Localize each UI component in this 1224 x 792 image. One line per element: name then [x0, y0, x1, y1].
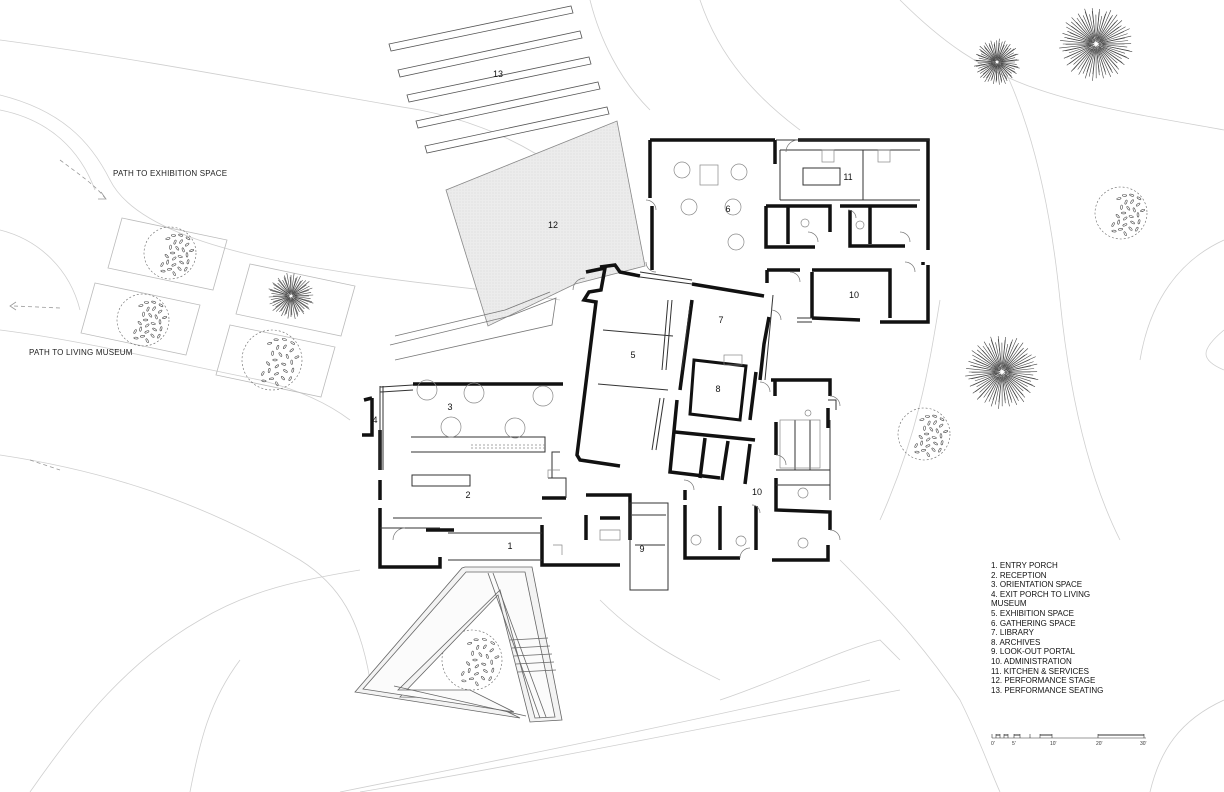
- tree-canopy-icon: [965, 336, 1039, 409]
- scale-tick-5: 5': [1012, 741, 1016, 747]
- room-label-9: 9: [639, 544, 644, 554]
- tree-shrub-icon: [241, 329, 303, 391]
- legend-item: 7. LIBRARY: [991, 628, 1034, 638]
- scale-tick-30: 30': [1140, 741, 1147, 747]
- room-label-10-upper: 10: [849, 290, 859, 300]
- legend-item: 8. ARCHIVES: [991, 637, 1041, 647]
- tree-shrub-icon: [143, 226, 197, 280]
- tree-canopy-icon: [973, 38, 1020, 85]
- tree-shrub-icon: [897, 407, 951, 461]
- room-label-11: 11: [843, 172, 852, 182]
- room-label-4: 4: [372, 415, 377, 425]
- legend-item: 13. PERFORMANCE SEATING: [991, 685, 1104, 695]
- performance-stage: [445, 120, 646, 327]
- tree-shrub-icon: [441, 629, 503, 691]
- building-walls: [362, 138, 930, 569]
- room-label-13: 13: [493, 69, 503, 79]
- room-label-2: 2: [465, 490, 470, 500]
- scale-tick-20: 20': [1096, 741, 1103, 747]
- legend-item: 5. EXHIBITION SPACE: [991, 608, 1074, 618]
- legend-item: 6. GATHERING SPACE: [991, 618, 1076, 628]
- scale-tick-10: 10': [1050, 741, 1057, 747]
- planting-beds: [80, 217, 356, 398]
- path-to-living-museum-label: PATH TO LIVING MUSEUM: [29, 348, 133, 357]
- door-swings: [392, 139, 916, 559]
- legend-item: 4. EXIT PORCH TO LIVING MUSEUM: [991, 589, 1091, 609]
- legend-item: 10. ADMINISTRATION: [991, 656, 1072, 666]
- legend-item: 11. KITCHEN & SERVICES: [991, 666, 1089, 676]
- furniture: [416, 149, 891, 555]
- legend-item: 12. PERFORMANCE STAGE: [991, 676, 1096, 686]
- tree-canopy-icon: [268, 272, 314, 320]
- thin-walls: [379, 139, 930, 591]
- scale-tick-0: 0': [991, 741, 995, 747]
- scale-bar: 0' 5' 10' 20' 30': [991, 734, 1147, 747]
- room-label-6: 6: [725, 204, 730, 214]
- legend-item: 2. RECEPTION: [991, 570, 1047, 580]
- performance-seating-benches: [388, 5, 610, 154]
- room-legend: 1. ENTRY PORCH 2. RECEPTION 3. ORIENTATI…: [991, 561, 1131, 695]
- legend-item: 9. LOOK-OUT PORTAL: [991, 647, 1076, 657]
- entry-ramp: [354, 566, 563, 723]
- room-label-12: 12: [548, 220, 558, 230]
- path-to-exhibition-label: PATH TO EXHIBITION SPACE: [113, 169, 227, 178]
- tree-canopy-icon: [1059, 8, 1133, 81]
- stage-ramp: [389, 291, 557, 361]
- room-label-10-lower: 10: [752, 487, 762, 497]
- path-arrows: [13, 159, 106, 471]
- room-label-3: 3: [447, 402, 452, 412]
- tree-shrub-icon: [1094, 186, 1148, 240]
- trees: [116, 8, 1148, 691]
- tree-shrub-icon: [116, 293, 170, 347]
- room-label-8: 8: [715, 384, 720, 394]
- arrowheads: [9, 191, 107, 311]
- legend-item: 3. ORIENTATION SPACE: [991, 580, 1083, 590]
- legend-item: 1. ENTRY PORCH: [991, 561, 1058, 570]
- room-label-1: 1: [507, 541, 512, 551]
- room-label-7: 7: [718, 315, 723, 325]
- room-label-5: 5: [630, 350, 635, 360]
